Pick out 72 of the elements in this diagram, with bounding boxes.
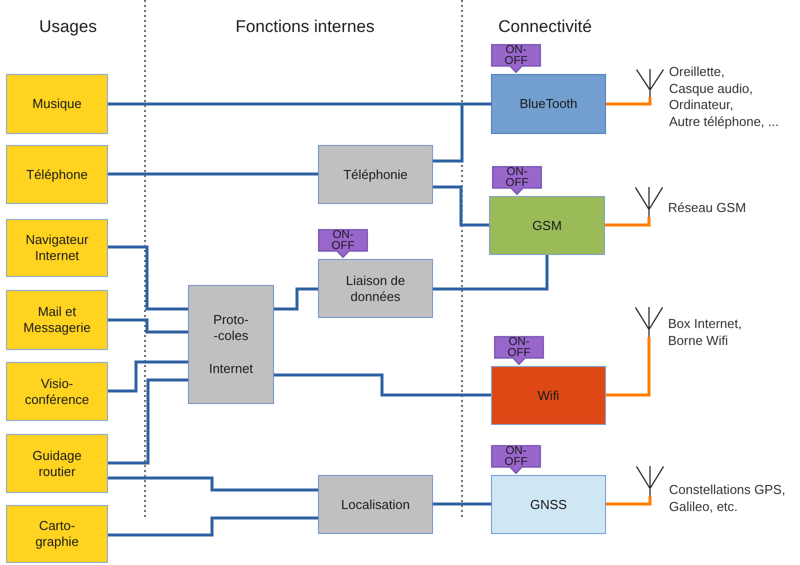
function-box	[188, 285, 274, 404]
connectivity-label: BlueTooth	[520, 96, 578, 112]
connectivity-label: Wifi	[538, 388, 560, 404]
antenna-icon	[636, 69, 664, 97]
function-label: Téléphonie	[343, 166, 408, 182]
connectivity-label: GNSS	[530, 496, 567, 512]
connector-line	[108, 476, 318, 492]
usage-box	[6, 434, 108, 493]
usage-label: Téléphone	[26, 166, 88, 182]
antenna-caption: Ordinateur,	[669, 97, 734, 114]
function-label: Localisation	[341, 496, 410, 512]
on-off-callout	[491, 44, 541, 73]
usage-label: Navigateur Internet	[24, 232, 90, 264]
connector-line	[433, 186, 489, 226]
usage-box	[6, 145, 108, 204]
antenna-icon	[636, 466, 664, 496]
connector-line	[108, 318, 188, 334]
function-box	[318, 475, 433, 534]
callout-label: ON- OFF	[332, 230, 354, 252]
connectivity-box	[491, 74, 606, 134]
antenna-icon	[635, 307, 663, 337]
connector-line	[606, 496, 652, 506]
on-off-callout	[491, 445, 541, 474]
usage-box	[6, 362, 108, 421]
usage-box	[6, 219, 108, 277]
connectivity-box	[489, 196, 605, 255]
function-label: Proto- -coles	[212, 312, 250, 344]
antenna-caption: Box Internet, Borne Wifi	[668, 316, 743, 349]
connector-line	[108, 360, 188, 392]
callout-label: ON- OFF	[506, 167, 528, 189]
antenna-icon	[635, 187, 663, 217]
connector-line	[605, 217, 650, 226]
antenna-caption: Casque audio,	[669, 80, 753, 97]
antenna-caption: Autre téléphone, ...	[669, 114, 779, 130]
column-heading: Usages	[39, 16, 97, 38]
on-off-callout	[492, 166, 542, 195]
connector-line	[433, 102, 491, 162]
connector-line	[274, 374, 491, 396]
usage-label: Musique	[32, 96, 82, 112]
connector-line	[433, 255, 548, 290]
connector-line	[606, 337, 650, 396]
connectivity-box	[491, 366, 606, 425]
connectivity-label: GSM	[532, 218, 562, 234]
connector-line	[108, 378, 188, 464]
usage-box	[6, 505, 108, 563]
connector-line	[108, 172, 318, 176]
connector-line	[108, 516, 318, 536]
function-box	[318, 145, 433, 204]
function-label: Internet	[208, 361, 254, 377]
connector-line	[108, 246, 188, 310]
on-off-callout	[318, 229, 368, 258]
usage-label: Guidage routier	[31, 448, 83, 480]
usage-label: Carto- graphie	[34, 518, 80, 550]
usage-box	[6, 290, 108, 350]
callout-label: ON- OFF	[504, 45, 528, 67]
column-heading: Fonctions internes	[236, 16, 374, 38]
connectivity-box	[491, 475, 606, 534]
antenna-caption: Réseau GSM	[668, 200, 746, 216]
antenna-caption: Oreillette,	[669, 64, 725, 80]
column-heading: Connectivité	[498, 16, 592, 38]
on-off-callout	[494, 336, 544, 365]
function-label: Liaison de données	[344, 272, 406, 304]
usage-box	[6, 74, 108, 134]
usage-label: Visio- conférence	[24, 376, 90, 408]
usage-label: Mail et Messagerie	[22, 304, 92, 336]
antenna-caption: Constellations GPS, Galileo, etc.	[669, 482, 786, 515]
callout-label: ON- OFF	[508, 337, 530, 359]
callout-label: ON- OFF	[504, 446, 528, 468]
connector-line	[274, 288, 318, 310]
connector-line	[606, 97, 652, 106]
connector-line	[433, 502, 491, 506]
function-box	[318, 259, 433, 318]
